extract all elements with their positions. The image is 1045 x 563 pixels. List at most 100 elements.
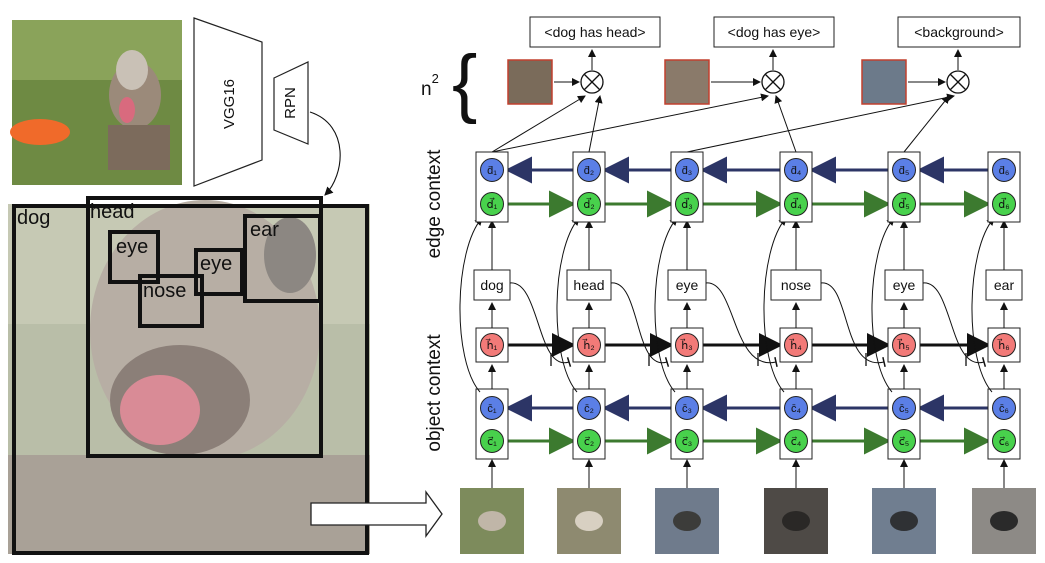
d-bar-3-circle <box>675 158 699 182</box>
object-context-label: object context <box>424 334 445 452</box>
n-squared-exp: 2 <box>432 71 439 86</box>
d-vec-2-circle <box>577 192 601 216</box>
d-vec-5-text: d⃗₅ <box>898 197 909 211</box>
d-bar-2-text: d̄₂ <box>584 165 594 177</box>
d-bar-2-circle <box>577 158 601 182</box>
detection-boxes <box>12 196 369 555</box>
c-to-edge-curve-6 <box>971 217 995 393</box>
vgg16-label: VGG16 <box>221 79 238 129</box>
rpn-arrow <box>309 111 341 196</box>
h-2-text: h⃗₂ <box>582 338 595 352</box>
c-to-edge-curve-5 <box>871 217 895 393</box>
d-vec-5-circle <box>892 192 916 216</box>
d-bar-5-circle <box>892 158 916 182</box>
c-vec-6-circle <box>992 429 1016 453</box>
label-feedback-3 <box>705 282 778 368</box>
c-vec-6-text: c⃗₆ <box>999 436 1009 448</box>
h-4-text: h⃗₄ <box>789 338 803 352</box>
d-vec-1-text: d⃗₁ <box>487 197 498 211</box>
multiply-x-b-1 <box>584 74 600 90</box>
edge-to-relation-arrow-3 <box>491 93 769 153</box>
d-vec-6-text: d⃗₆ <box>998 197 1009 211</box>
c-bar-2-circle <box>577 396 601 420</box>
c-vec-5-text: c⃗₅ <box>899 436 909 448</box>
c-bar-6-circle <box>992 396 1016 420</box>
c-bar-2-text: c̄₂ <box>584 403 594 415</box>
relation-box-3 <box>897 16 1021 48</box>
edge-to-relation-arrow-5 <box>686 93 955 153</box>
d-vec-3-circle <box>675 192 699 216</box>
label-feedback-1 <box>509 282 572 367</box>
c-vec-3-circle <box>675 429 699 453</box>
d-vec-4-circle <box>784 192 808 216</box>
label-text-6: ear <box>994 277 1015 293</box>
detection-label-dog: dog <box>17 207 50 229</box>
detection-label-eye-2: eye <box>200 253 232 275</box>
label-box-1 <box>473 269 511 301</box>
union-thumbnail-3 <box>861 59 907 105</box>
crop-feature-2 <box>575 511 603 531</box>
c-bar-4-circle <box>784 396 808 420</box>
c-vec-5-circle <box>892 429 916 453</box>
label-box-4 <box>770 269 822 301</box>
h-1-text: h⃗₁ <box>485 338 498 352</box>
c-to-edge-curve-4 <box>763 217 787 393</box>
crop-feature-5 <box>890 511 918 531</box>
h-5-text: h⃗₅ <box>897 338 910 352</box>
c-bar-3-circle <box>675 396 699 420</box>
relation-box-1 <box>529 16 661 48</box>
d-bar-4-text: d̄₄ <box>791 165 802 177</box>
edge-to-relation-arrow-2 <box>588 95 603 153</box>
c-bar-4-text: c̄₄ <box>791 403 802 415</box>
c-bar-6-text: c̄₆ <box>999 403 1009 415</box>
d-bar-4-circle <box>784 158 808 182</box>
edge-to-relation-arrow-1 <box>491 95 586 153</box>
label-box-2 <box>566 269 612 301</box>
relation-text-2: <dog has eye> <box>728 24 821 40</box>
rpn-label: RPN <box>282 87 299 119</box>
c-bar-5-circle <box>892 396 916 420</box>
d-bar-5-text: d̄₅ <box>899 165 910 177</box>
c-bar-3-text: c̄₃ <box>682 403 692 415</box>
crop-feature-6 <box>990 511 1018 531</box>
c-vec-1-text: c⃗₁ <box>487 436 497 448</box>
label-text-5: eye <box>893 277 916 293</box>
n-squared-label: n2 <box>421 71 439 100</box>
relation-text-1: <dog has head> <box>544 24 645 40</box>
detection-label-nose: nose <box>143 280 186 302</box>
label-text-2: head <box>573 277 604 293</box>
h-6-text: h⃗₆ <box>997 338 1010 352</box>
crop-feature-4 <box>782 511 810 531</box>
c-vec-3-text: c⃗₃ <box>682 436 693 448</box>
h-1-circle <box>480 333 504 357</box>
c-vec-1-circle <box>480 429 504 453</box>
c-bar-5-text: c̄₅ <box>899 403 909 415</box>
union-thumbnail-1 <box>507 59 553 105</box>
detection-label-head: head <box>90 201 135 223</box>
label-feedback-5 <box>922 282 987 368</box>
c-bar-1-circle <box>480 396 504 420</box>
d-bar-6-text: d̄₆ <box>999 165 1010 177</box>
c-bar-1-text: c̄₁ <box>487 403 497 415</box>
d-bar-3-text: d̄₃ <box>682 165 693 177</box>
h-6-circle <box>992 333 1016 357</box>
label-box-5 <box>884 269 924 301</box>
input-photo <box>10 20 182 185</box>
c-to-edge-curve-2 <box>556 217 580 393</box>
n-squared-brace: { <box>452 40 477 125</box>
h-4-circle <box>784 333 808 357</box>
label-feedback-2 <box>610 282 670 368</box>
rpn-block: RPN <box>273 61 309 145</box>
crop-feature-1 <box>478 511 506 531</box>
detection-label-eye-1: eye <box>116 236 148 258</box>
n-squared-base: n <box>421 79 432 100</box>
d-bar-1-circle <box>480 158 504 182</box>
detection-image <box>8 200 370 554</box>
h-3-text: h⃗₃ <box>680 338 693 352</box>
c-vec-4-text: c⃗₄ <box>791 436 802 448</box>
d-bar-6-circle <box>992 158 1016 182</box>
label-text-4: nose <box>781 277 812 293</box>
c-vec-2-text: c⃗₂ <box>584 436 594 448</box>
